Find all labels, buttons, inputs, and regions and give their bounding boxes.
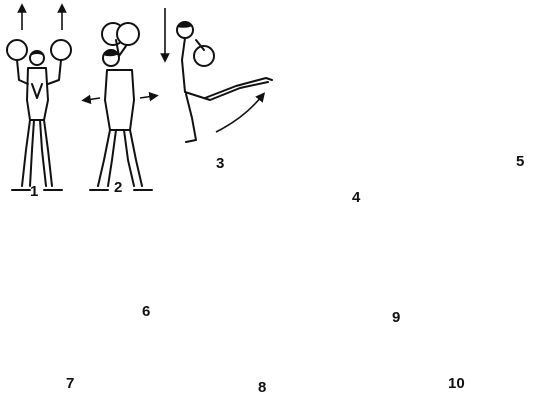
figure-label-3b: 3 — [216, 156, 224, 171]
figure-3 — [165, 8, 272, 142]
figure-label-10: 10 — [448, 376, 465, 391]
figure-label-2: 2 — [114, 180, 122, 195]
figure-2 — [86, 23, 154, 190]
figure-label-7: 7 — [66, 376, 74, 391]
figure-1 — [7, 8, 71, 190]
figure-label-6: 6 — [142, 304, 150, 319]
kettlebell-left — [7, 40, 27, 60]
figure-label-1: 1 — [30, 184, 38, 199]
figure-label-4: 4 — [352, 190, 360, 205]
kettlebell-right — [51, 40, 71, 60]
figure-label-5: 5 — [516, 154, 524, 169]
figure-label-9: 9 — [392, 310, 400, 325]
figure-label-8: 8 — [258, 380, 266, 395]
